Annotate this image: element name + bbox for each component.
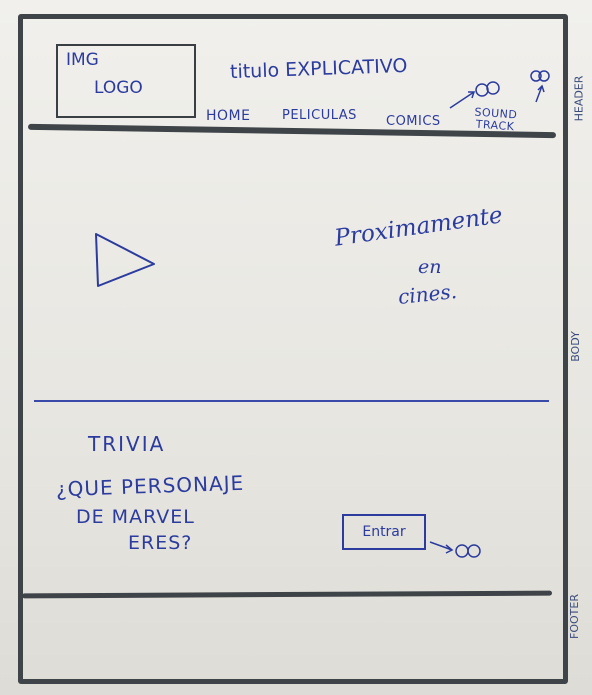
nav-home[interactable]: HOME — [206, 108, 251, 124]
logo-logo-label: LOGO — [94, 78, 143, 98]
enter-link-arrow-icon — [429, 541, 481, 558]
nav-peliculas[interactable]: PELICULAS — [282, 108, 357, 123]
play-icon[interactable] — [90, 230, 160, 294]
trivia-question-line3: ERES? — [128, 532, 193, 554]
enter-button[interactable]: Entrar — [342, 514, 426, 550]
logo-placeholder[interactable]: IMG LOGO — [56, 44, 196, 118]
body-section-divider — [34, 400, 549, 402]
comics-link-arrow-icon — [449, 81, 500, 109]
footer-side-label: FOOTER — [567, 594, 581, 639]
soundtrack-link-arrow-icon — [530, 70, 550, 103]
body-side-label: BODY — [568, 331, 582, 362]
header-side-label: HEADER — [572, 75, 586, 122]
trivia-title: TRIVIA — [88, 432, 166, 456]
coming-soon-line2: en — [418, 256, 442, 278]
trivia-question-line2: DE MARVEL — [76, 506, 195, 528]
nav-comics[interactable]: COMICS — [386, 114, 441, 129]
page-frame — [18, 14, 568, 684]
link-arrow-icons — [449, 70, 550, 109]
logo-img-label: IMG — [66, 50, 99, 70]
